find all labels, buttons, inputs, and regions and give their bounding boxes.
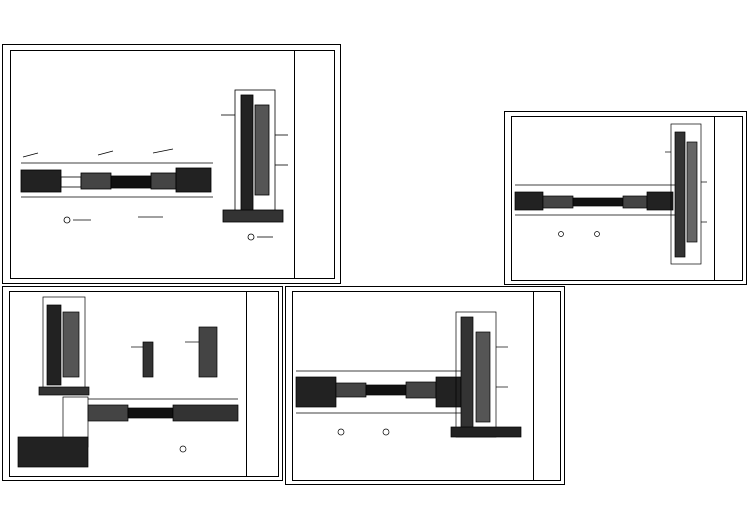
sheet-4-horizontal-section [295, 370, 464, 436]
sheet-3-small-details [131, 326, 218, 378]
sheet-2-title-block [714, 117, 744, 280]
sheet-2-horizontal-section [514, 184, 675, 237]
sheet-2-frame [511, 116, 743, 281]
sheet-2-vertical-section [665, 123, 707, 265]
drawing-sheet-3 [2, 286, 283, 481]
sheet-4-title-block [533, 292, 562, 480]
sheet-3-vertical-section [38, 296, 90, 396]
drawing-sheet-1 [2, 44, 341, 284]
sheet-3-horizontal-section [17, 396, 239, 468]
sheet-3-title-block [246, 292, 280, 476]
sheet-1-drawing [20, 89, 288, 241]
sheet-3-drawing [17, 296, 239, 468]
sheet-4-vertical-section [450, 311, 522, 438]
drawing-sheet-2 [504, 111, 747, 285]
sheet-4-drawing [295, 311, 522, 438]
sheet-1-frame [10, 50, 335, 279]
sheet-2-drawing [514, 123, 707, 265]
drawing-sheet-4 [285, 286, 565, 485]
sheet-1-vertical-section [221, 89, 288, 241]
sheet-1-horizontal-section [20, 148, 213, 224]
sheet-1-title-block [294, 51, 336, 278]
sheet-3-frame [9, 291, 279, 477]
sheet-4-frame [292, 291, 561, 481]
